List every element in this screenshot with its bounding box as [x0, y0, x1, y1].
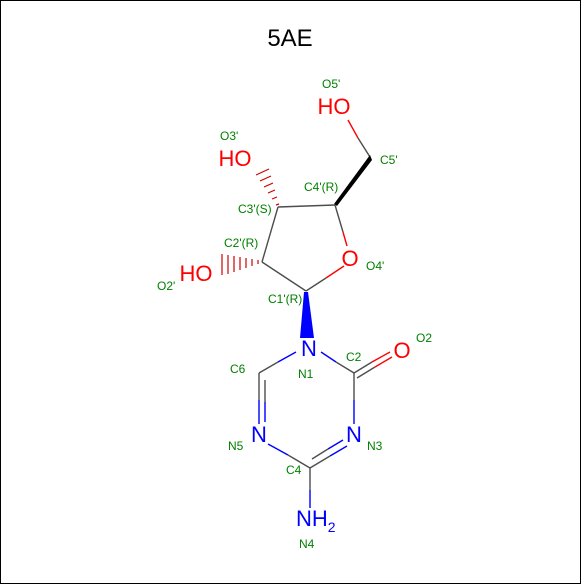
bond-c4-n5 — [287, 454, 311, 469]
bond-c1-c2 — [261, 261, 307, 292]
bond-n3-c4 — [309, 455, 331, 469]
diagram-title: 5AE — [267, 25, 312, 52]
label-c2p: C2'(R) — [224, 236, 258, 250]
bond-c2-c3 — [261, 206, 279, 263]
label-c4: C4 — [286, 463, 302, 477]
wedge-c4-c5 — [334, 155, 372, 206]
atom-carbonyl-oxygen: O — [393, 338, 410, 363]
atom-n5: N — [251, 422, 267, 447]
label-n3: N3 — [367, 439, 383, 453]
label-c6: C6 — [230, 362, 246, 376]
label-o3p: O3' — [220, 129, 238, 143]
bond-n3-c4-inner — [311, 448, 329, 460]
hash-c3-o3 — [255, 168, 280, 206]
label-c1p: C1'(R) — [268, 292, 302, 306]
bond-o4-c1-red — [325, 265, 345, 279]
bond-n1-c2-blue — [320, 351, 337, 363]
wedge-c1-n1 — [300, 292, 314, 338]
bond-c2-o2-a — [353, 361, 373, 374]
bond-c2-o2-b — [356, 366, 376, 379]
bond-c4-n5-blue — [267, 443, 289, 456]
bond-c3-c4 — [277, 204, 336, 208]
bond-c4-o4 — [334, 204, 344, 233]
hash-c2-o2 — [221, 254, 259, 275]
atom-o3-hydroxyl: HO — [219, 146, 252, 171]
label-o4p: O4' — [366, 259, 384, 273]
bond-c6-n1 — [258, 361, 279, 374]
bond-c4-o4-red — [342, 231, 348, 247]
label-c4p: C4'(R) — [304, 180, 338, 194]
bond-n3-c4-inner-blue — [327, 439, 344, 450]
bond-n3-c4-blue — [329, 445, 348, 457]
label-c5p: C5' — [380, 153, 398, 167]
label-n4: N4 — [299, 537, 315, 551]
label-n5: N5 — [228, 439, 244, 453]
bond-n1-c2 — [335, 361, 355, 374]
label-n1: N1 — [298, 367, 314, 381]
atom-o5-hydroxyl: HO — [318, 94, 351, 119]
bond-o5-c5 — [357, 137, 371, 158]
atom-n3: N — [346, 422, 362, 447]
label-o5p: O5' — [322, 77, 340, 91]
label-c2: C2 — [346, 350, 362, 364]
atom-n1: N — [301, 336, 317, 361]
atom-ring-oxygen: O — [341, 246, 358, 271]
bond-c6-n1-blue — [277, 351, 297, 363]
label-o2p: O2' — [157, 279, 175, 293]
atom-amino-group: NH2 — [296, 506, 336, 535]
label-o2: O2 — [416, 331, 432, 345]
bond-o4-c1 — [305, 277, 327, 292]
atom-o2-hydroxyl: HO — [180, 261, 213, 286]
bond-o5-c5-red — [347, 119, 359, 139]
bond-c2-o2-b-red — [374, 356, 393, 368]
bond-c2-o2-a-red — [371, 351, 391, 363]
label-c3p: C3'(S) — [238, 202, 272, 216]
